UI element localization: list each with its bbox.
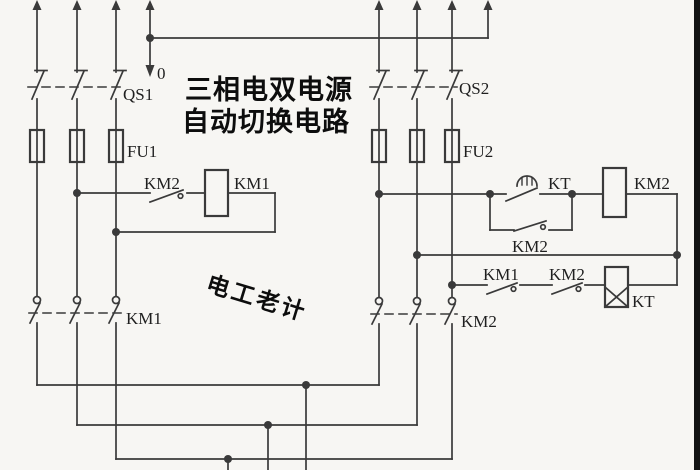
- phase-arrow-icon: [447, 0, 457, 10]
- km2-coil-icon: [601, 166, 628, 219]
- fuse-icon: [408, 128, 426, 164]
- phase-arrow-icon: [374, 0, 384, 10]
- phase-arrow-icon: [72, 0, 82, 10]
- km2-main-label: KM2: [461, 312, 497, 331]
- qs1-label: QS1: [123, 85, 153, 104]
- km2-main-contacts: KM2: [370, 296, 497, 331]
- fu2-fuses: FU2: [370, 128, 493, 164]
- km2-nc-label: KM2: [549, 265, 585, 284]
- source2-feeders: [374, 0, 457, 73]
- km2-selfhold-label: KM2: [512, 237, 548, 256]
- contact-hook-icon: [539, 223, 547, 231]
- kt-coil-label: KT: [632, 292, 655, 311]
- km1-coil-branch: KM2 KM1: [73, 168, 276, 236]
- diagram-title-line2: 自动切换电路: [182, 106, 350, 137]
- watermark-text: 电工老计: [203, 270, 310, 325]
- contact-hook-icon: [510, 285, 517, 293]
- fu1-fuses: FU1: [28, 128, 157, 164]
- diagram-title-line1: 三相电双电源: [185, 75, 353, 105]
- output-bus: [36, 381, 453, 470]
- phase-arrow-icon: [111, 0, 121, 10]
- control-return-rail: [413, 251, 681, 259]
- neutral-label: 0: [157, 64, 166, 83]
- contact-hook-icon: [575, 285, 582, 293]
- contact-point-icon: [412, 296, 422, 306]
- fu2-label: FU2: [463, 142, 493, 161]
- neutral-line: 0: [145, 0, 493, 83]
- fu1-label: FU1: [127, 142, 157, 161]
- source1-feeders: [32, 0, 155, 73]
- km2-interlock-label: KM2: [144, 174, 180, 193]
- km1-coil-icon: [203, 168, 230, 218]
- kt-coil-branch: KM1 KM2 KT: [448, 265, 678, 311]
- fuse-icon: [107, 128, 125, 164]
- qs2-label: QS2: [459, 79, 489, 98]
- km2-selfhold-contact: KM2: [489, 193, 573, 256]
- neutral-down-arrow-icon: [145, 65, 155, 77]
- fuse-icon: [68, 128, 86, 164]
- contact-point-icon: [111, 295, 121, 305]
- kt-contact-label: KT: [548, 174, 571, 193]
- phase-arrow-icon: [145, 0, 155, 10]
- contact-hook-icon: [177, 192, 184, 200]
- kt-coil-icon: [603, 265, 630, 309]
- contact-point-icon: [374, 296, 384, 306]
- contact-point-icon: [447, 296, 457, 306]
- fuse-icon: [370, 128, 388, 164]
- km2-coil-label: KM2: [634, 174, 670, 193]
- contact-point-icon: [72, 295, 82, 305]
- contact-point-icon: [32, 295, 42, 305]
- phase-arrow-icon: [412, 0, 422, 10]
- km1-nc-label: KM1: [483, 265, 519, 284]
- km1-main-contacts: KM1: [28, 295, 162, 328]
- photo-right-border: [694, 0, 700, 470]
- qs1-switch: QS1: [27, 69, 153, 104]
- fuse-icon: [443, 128, 461, 164]
- km1-main-label: KM1: [126, 309, 162, 328]
- qs2-switch: QS2: [369, 69, 489, 101]
- km1-coil-label: KM1: [234, 174, 270, 193]
- phase-arrow-icon: [32, 0, 42, 10]
- phase-arrow-icon: [483, 0, 493, 10]
- fuse-icon: [28, 128, 46, 164]
